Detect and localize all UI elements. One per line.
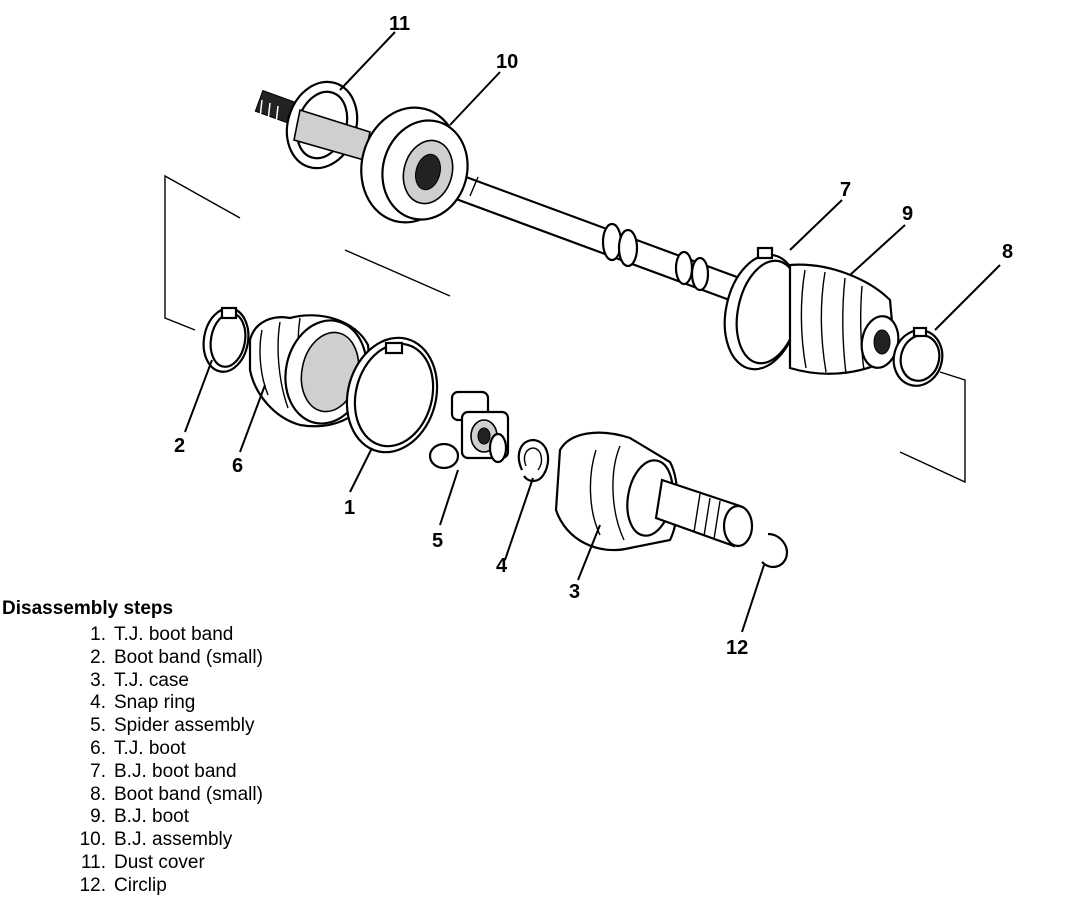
step-label: Snap ring [114,692,196,714]
disassembly-steps: Disassembly steps 1. T.J. boot band 2. Boo… [2,598,422,898]
list-item: 2. Boot band (small) [2,647,422,670]
step-number: 5. [90,715,106,737]
list-item: 3. T.J. case [2,670,422,693]
callout-9: 9 [902,203,913,225]
tj-boot-part [248,314,374,428]
step-label: Circlip [114,874,167,896]
step-number: 7. [90,760,106,782]
spider-assembly-part [428,390,510,470]
list-item: 11. Dust cover [2,852,422,875]
list-item: 1. T.J. boot band [2,624,422,647]
step-label: B.J. boot [114,806,189,828]
bj-boot-part [788,263,900,375]
list-item: 9. B.J. boot [2,806,422,829]
tj-case-part [554,431,754,552]
list-item: 8. Boot band (small) [2,784,422,807]
callout-2: 2 [174,435,185,457]
step-label: Dust cover [114,851,205,873]
step-number: 8. [90,783,106,805]
step-number: 2. [90,646,106,668]
callout-5: 5 [432,530,443,552]
step-list: 1. T.J. boot band 2. Boot band (small) 3. T… [2,624,422,898]
list-item: 12. Circlip [2,875,422,898]
callout-6: 6 [232,455,243,477]
callout-11: 11 [389,13,410,35]
step-label: B.J. assembly [114,829,233,851]
boot-band-small-tj-part [202,306,250,373]
list-item: 10. B.J. assembly [2,829,422,852]
boot-band-small-bj-part [892,326,944,387]
callout-3: 3 [569,581,580,603]
callout-12: 12 [726,637,748,659]
callout-labels: 11 10 7 9 8 2 6 1 5 4 3 12 [174,13,1013,659]
callout-8: 8 [1002,241,1013,263]
tj-boot-band-part [345,336,439,454]
callout-1: 1 [344,497,355,519]
dust-cover-part [254,80,371,170]
callout-10: 10 [496,51,518,73]
bj-boot-band-part [723,246,801,371]
bj-assembly-part [360,106,469,224]
step-number: 3. [90,669,106,691]
step-label: B.J. boot band [114,760,237,782]
step-label: Boot band (small) [114,783,263,805]
steps-title: Disassembly steps [2,598,174,619]
step-label: T.J. case [114,669,189,691]
leader-lines [184,31,1001,633]
list-item: 7. B.J. boot band [2,761,422,784]
step-number: 11. [80,851,106,873]
step-label: Boot band (small) [114,646,263,668]
step-number: 1. [90,624,106,645]
step-number: 4. [90,692,106,714]
step-number: 6. [90,737,106,759]
callout-4: 4 [496,555,508,577]
step-number: 12. [79,874,106,896]
step-label: Spider assembly [114,715,255,737]
callout-7: 7 [840,179,851,201]
circlip-part [761,532,788,568]
assembly-bracket-lines [164,174,966,484]
step-label: T.J. boot band [114,624,234,645]
step-number: 10. [79,829,106,851]
list-item: 6. T.J. boot [2,738,422,761]
list-item: 5. Spider assembly [2,715,422,738]
step-label: T.J. boot [114,737,186,759]
snap-ring-part [517,438,550,483]
list-item: 4. Snap ring [2,692,422,715]
step-number: 9. [90,806,106,828]
